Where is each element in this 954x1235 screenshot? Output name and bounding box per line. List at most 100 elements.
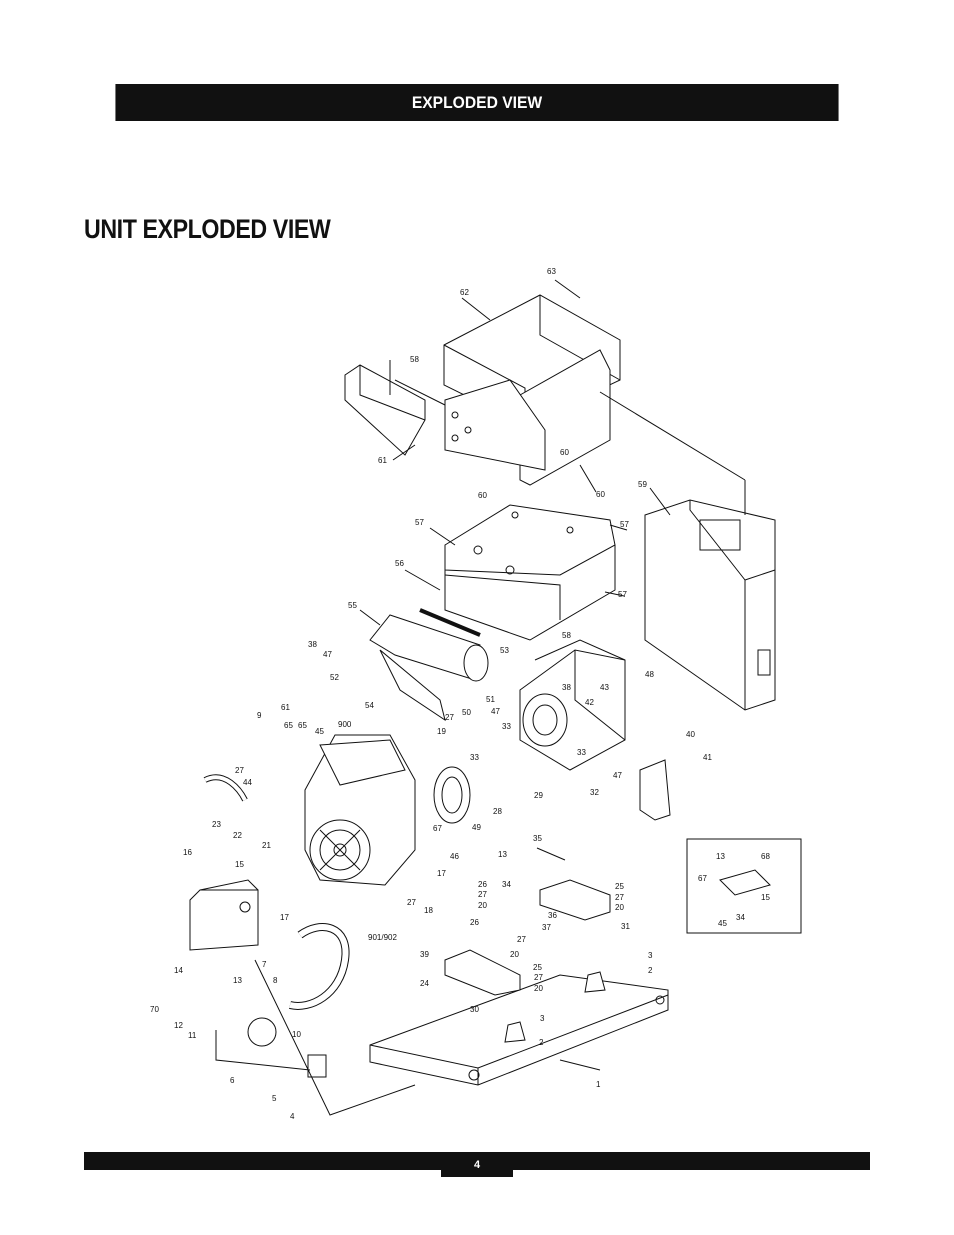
inset-callout: 45: [718, 919, 727, 928]
callout: 20: [534, 984, 543, 993]
callout: 20: [615, 903, 624, 912]
callout: 27: [534, 973, 543, 982]
callout: 8: [273, 976, 278, 985]
callout: 55: [348, 601, 357, 610]
alternator-51: [519, 639, 626, 771]
callout: 27: [445, 713, 454, 722]
callout: 49: [472, 823, 481, 832]
callout: 46: [450, 852, 459, 861]
callout: 27: [517, 935, 526, 944]
muffler-55: [369, 608, 489, 722]
engine-900: [304, 734, 416, 886]
callout: 67: [433, 824, 442, 833]
callout: 25: [615, 882, 624, 891]
callout: 2: [539, 1038, 544, 1047]
callout: 57: [618, 590, 627, 599]
callout: 19: [437, 727, 446, 736]
callout: 38: [562, 683, 571, 692]
callout: 13: [233, 976, 242, 985]
inset-callout: 15: [761, 893, 770, 902]
callout: 65: [284, 721, 293, 730]
callout: 62: [460, 288, 469, 297]
callout: 7: [262, 960, 267, 969]
callout: 58: [410, 355, 419, 364]
inset-callout: 68: [761, 852, 770, 861]
callout: 3: [540, 1014, 545, 1023]
callout: 22: [233, 831, 242, 840]
callout: 31: [621, 922, 630, 931]
callout: 61: [378, 456, 387, 465]
callout: 901/902: [368, 933, 397, 942]
callout: 23: [212, 820, 221, 829]
callout: 48: [645, 670, 654, 679]
inset-callout: 34: [736, 913, 745, 922]
callout: 61: [281, 703, 290, 712]
callout: 16: [183, 848, 192, 857]
callout-labels: 63 62 58 61 60 60 60 59 57 57 56 57 58 5…: [150, 267, 712, 1121]
page-number: 4: [441, 1152, 513, 1177]
callout: 60: [596, 490, 605, 499]
callout: 9: [257, 711, 262, 720]
callout: 60: [560, 448, 569, 457]
callout: 41: [703, 753, 712, 762]
callout: 13: [498, 850, 507, 859]
callout: 43: [600, 683, 609, 692]
cover-40: [639, 759, 671, 821]
callout: 33: [470, 753, 479, 762]
inset-callout: 13: [716, 852, 725, 861]
callout: 35: [533, 834, 542, 843]
callout: 39: [420, 950, 429, 959]
callout: 17: [437, 869, 446, 878]
callout: 20: [478, 901, 487, 910]
battery-14: [189, 879, 259, 951]
callout: 47: [323, 650, 332, 659]
callout: 10: [292, 1030, 301, 1039]
callout: 44: [243, 778, 252, 787]
section-header: EXPLODED VIEW: [115, 84, 839, 121]
callout: 63: [547, 267, 556, 276]
callout: 60: [478, 491, 487, 500]
callout: 33: [577, 748, 586, 757]
gasket-49: [433, 766, 471, 824]
callout: 57: [415, 518, 424, 527]
callout: 32: [590, 788, 599, 797]
callout: 56: [395, 559, 404, 568]
callout: 47: [613, 771, 622, 780]
callout: 14: [174, 966, 183, 975]
callout: 12: [174, 1021, 183, 1030]
callout: 40: [686, 730, 695, 739]
callout: 3: [648, 951, 653, 960]
callout: 38: [308, 640, 317, 649]
callout: 6: [230, 1076, 235, 1085]
callout: 27: [478, 890, 487, 899]
callout: 70: [150, 1005, 159, 1014]
callout: 28: [493, 807, 502, 816]
enclosure-top: [443, 294, 621, 486]
callout: 33: [502, 722, 511, 731]
hood-61: [344, 364, 426, 456]
callout: 50: [462, 708, 471, 717]
callout: 4: [290, 1112, 295, 1121]
callout: 53: [500, 646, 509, 655]
callout: 17: [280, 913, 289, 922]
callout: 26: [470, 918, 479, 927]
callout: 27: [407, 898, 416, 907]
valve-4: [307, 1054, 327, 1078]
callout: 58: [562, 631, 571, 640]
callout: 54: [365, 701, 374, 710]
callout: 52: [330, 673, 339, 682]
page-number-label: 4: [473, 1158, 481, 1171]
callout: 65: [298, 721, 307, 730]
callout: 18: [424, 906, 433, 915]
callout: 1: [596, 1080, 601, 1089]
callout: 30: [470, 1005, 479, 1014]
inset-callout-labels: 13 68 67 15 34 45: [698, 852, 770, 928]
inset-callout: 67: [698, 874, 707, 883]
callout: 11: [188, 1031, 197, 1040]
callout: 29: [534, 791, 543, 800]
callout: 59: [638, 480, 647, 489]
section-header-title: EXPLODED VIEW: [411, 92, 543, 112]
callout: 57: [620, 520, 629, 529]
callout: 42: [585, 698, 594, 707]
